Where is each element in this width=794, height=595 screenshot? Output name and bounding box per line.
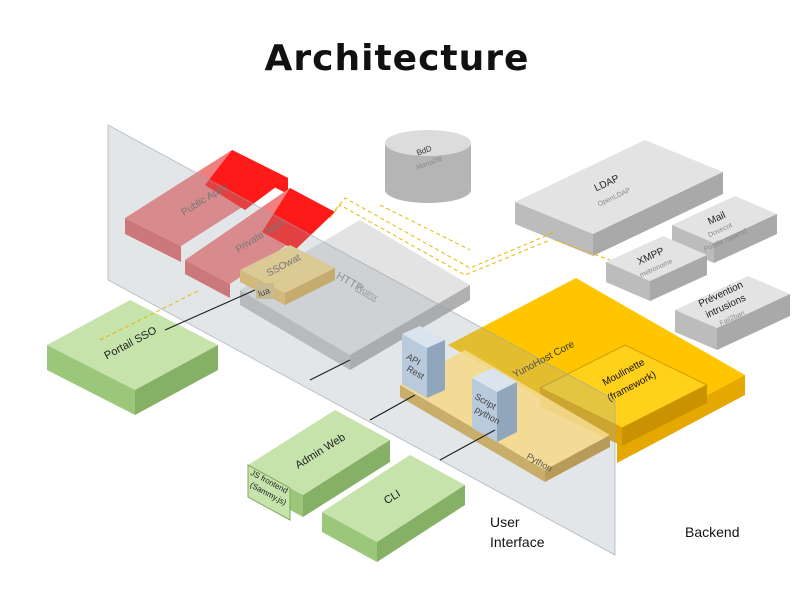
ldap-block: LDAP OpenLDAP <box>515 140 723 256</box>
ssowat-block: SSOwat lua <box>240 245 335 305</box>
xmpp-block: XMPP metronome <box>606 236 707 301</box>
connectors <box>99 197 611 461</box>
admin-web-block: Admin Web JS frontend (Sammy.js) <box>247 410 390 521</box>
cli-block: CLI <box>322 455 465 562</box>
yunohost-core-block: YunoHost Core Moulinette (framework) <box>448 278 745 463</box>
page-title: Architecture <box>264 38 530 79</box>
prevention-block: Prévention intrusions Fail2ban <box>675 276 790 350</box>
http-nginx-block: HTTP Nginx <box>240 220 470 370</box>
private-apps-block: Private Apps <box>185 188 335 298</box>
user-interface-label-2: Interface <box>490 534 545 550</box>
script-python-block: Script python <box>472 368 517 442</box>
api-rest-block: API Rest <box>402 326 445 398</box>
user-interface-label-1: User <box>490 514 520 530</box>
bdd-database: BdD MariaDB <box>385 130 471 203</box>
public-apps-block: Public Apps <box>125 150 288 262</box>
backend-label: Backend <box>685 524 740 540</box>
portail-sso-block: Portail SSO <box>47 300 218 415</box>
lua-label: lua <box>257 285 272 299</box>
